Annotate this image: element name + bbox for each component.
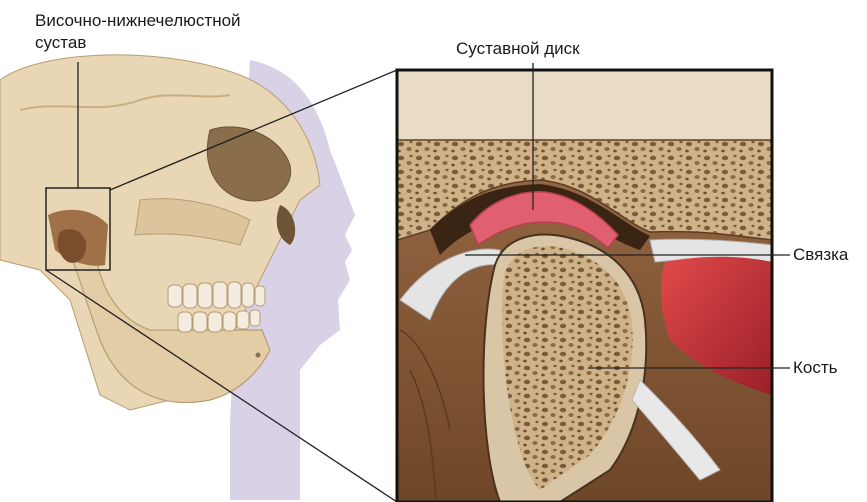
skull-illustration — [0, 55, 355, 500]
label-tmj-line1: Височно-нижнечелюстной — [35, 11, 241, 31]
label-bone: Кость — [793, 358, 838, 378]
joint-inset — [397, 70, 772, 502]
skull-base-top — [397, 70, 772, 145]
label-articular-disc: Суставной диск — [456, 39, 580, 59]
label-ligament: Связка — [793, 245, 848, 265]
label-tmj-line2: сустав — [35, 33, 86, 53]
mental-foramen — [256, 353, 261, 358]
